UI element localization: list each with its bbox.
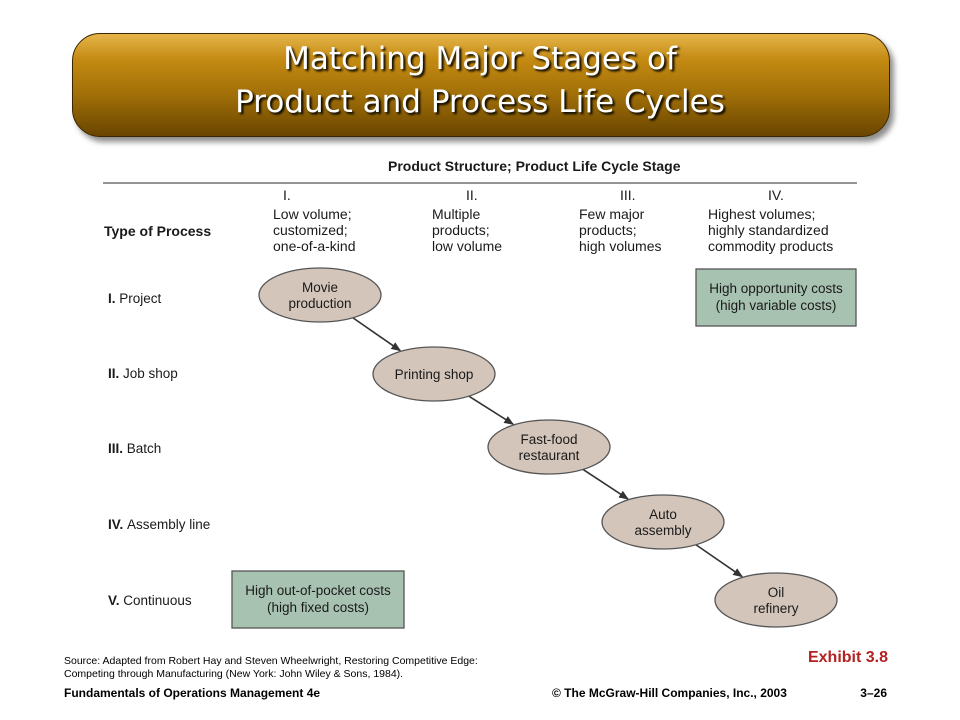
stage-description-line: customized; (273, 222, 348, 238)
title-banner (72, 33, 890, 137)
stage-description-line: highly standardized (708, 222, 829, 238)
match-ellipse (487, 419, 611, 475)
stage-headers: I. Low volume;customized;one-of-a-kind II.… (273, 187, 833, 254)
flow-arrow (352, 317, 402, 352)
exhibit-label: Exhibit 3.8 (807, 649, 888, 666)
stage-description-line: Highest volumes; (708, 206, 815, 222)
cost-box-label: (high variable costs) (716, 298, 837, 313)
flow-arrow (582, 468, 629, 500)
match-label: restaurant (519, 448, 580, 463)
stage-description-line: Few major (579, 206, 645, 222)
match-label: Fast-food (520, 432, 577, 447)
stage-description-line: Low volume; (273, 206, 352, 222)
source-line-1: Source: Adapted from Robert Hay and Stev… (64, 655, 478, 667)
stage-description-line: one-of-a-kind (273, 238, 356, 254)
match-label: Auto (649, 507, 677, 522)
high-opportunity-costs-box (695, 268, 857, 327)
match-ellipse (714, 572, 838, 628)
process-label: III. Batch (108, 441, 161, 456)
title-line-2: Product and Process Life Cycles (235, 84, 725, 120)
source-line-2: Competing through Manufacturing (New Yor… (64, 668, 404, 680)
source-note: Source: Adapted from Robert Hay and Stev… (64, 655, 584, 681)
stage-numeral: I. (283, 187, 291, 203)
title-line-1: Matching Major Stages of (283, 41, 677, 77)
stage-numeral: II. (466, 187, 478, 203)
slide-title: Matching Major Stages of Product and Pro… (72, 38, 888, 124)
process-label: I. Project (108, 291, 162, 306)
flow-arrow (468, 395, 515, 425)
stage-description-line: products; (432, 222, 490, 238)
match-label: refinery (753, 601, 798, 616)
stage-description-line: Multiple (432, 206, 480, 222)
cost-box-label: High opportunity costs (709, 281, 843, 296)
stage-description-line: low volume (432, 238, 502, 254)
match-label: production (288, 296, 351, 311)
match-ellipse (601, 494, 725, 550)
stage-numeral: III. (620, 187, 636, 203)
stage-description-line: commodity products (708, 238, 833, 254)
cost-boxes: High opportunity costs (high variable cos… (231, 268, 857, 629)
footer-course-title: Fundamentals of Operations Management 4e (64, 686, 321, 700)
match-label: assembly (634, 523, 691, 538)
cost-box-label: (high fixed costs) (267, 600, 369, 615)
product-structure-header: Product Structure; Product Life Cycle St… (388, 158, 681, 174)
process-label: IV. Assembly line (108, 517, 210, 532)
life-cycle-matrix-diagram: Product Structure; Product Life Cycle St… (103, 158, 857, 629)
stage-description-line: products; (579, 222, 637, 238)
match-label: Printing shop (395, 367, 474, 382)
match-label: Oil (768, 585, 785, 600)
footer-copyright: © The McGraw-Hill Companies, Inc., 2003 (552, 686, 787, 700)
diagonal-arrows (352, 317, 744, 578)
footer-page-number: 3–26 (860, 686, 887, 700)
flow-arrow (695, 544, 744, 578)
match-ellipse (372, 346, 496, 402)
process-label: V. Continuous (108, 593, 192, 608)
stage-description-line: high volumes (579, 238, 662, 254)
stage-numeral: IV. (768, 187, 784, 203)
match-ellipse (258, 267, 382, 323)
type-of-process-header: Type of Process (104, 223, 211, 239)
match-label: Movie (302, 280, 338, 295)
process-label: II. Job shop (108, 366, 178, 381)
high-out-of-pocket-costs-box (231, 570, 405, 629)
cost-box-label: High out-of-pocket costs (245, 583, 391, 598)
